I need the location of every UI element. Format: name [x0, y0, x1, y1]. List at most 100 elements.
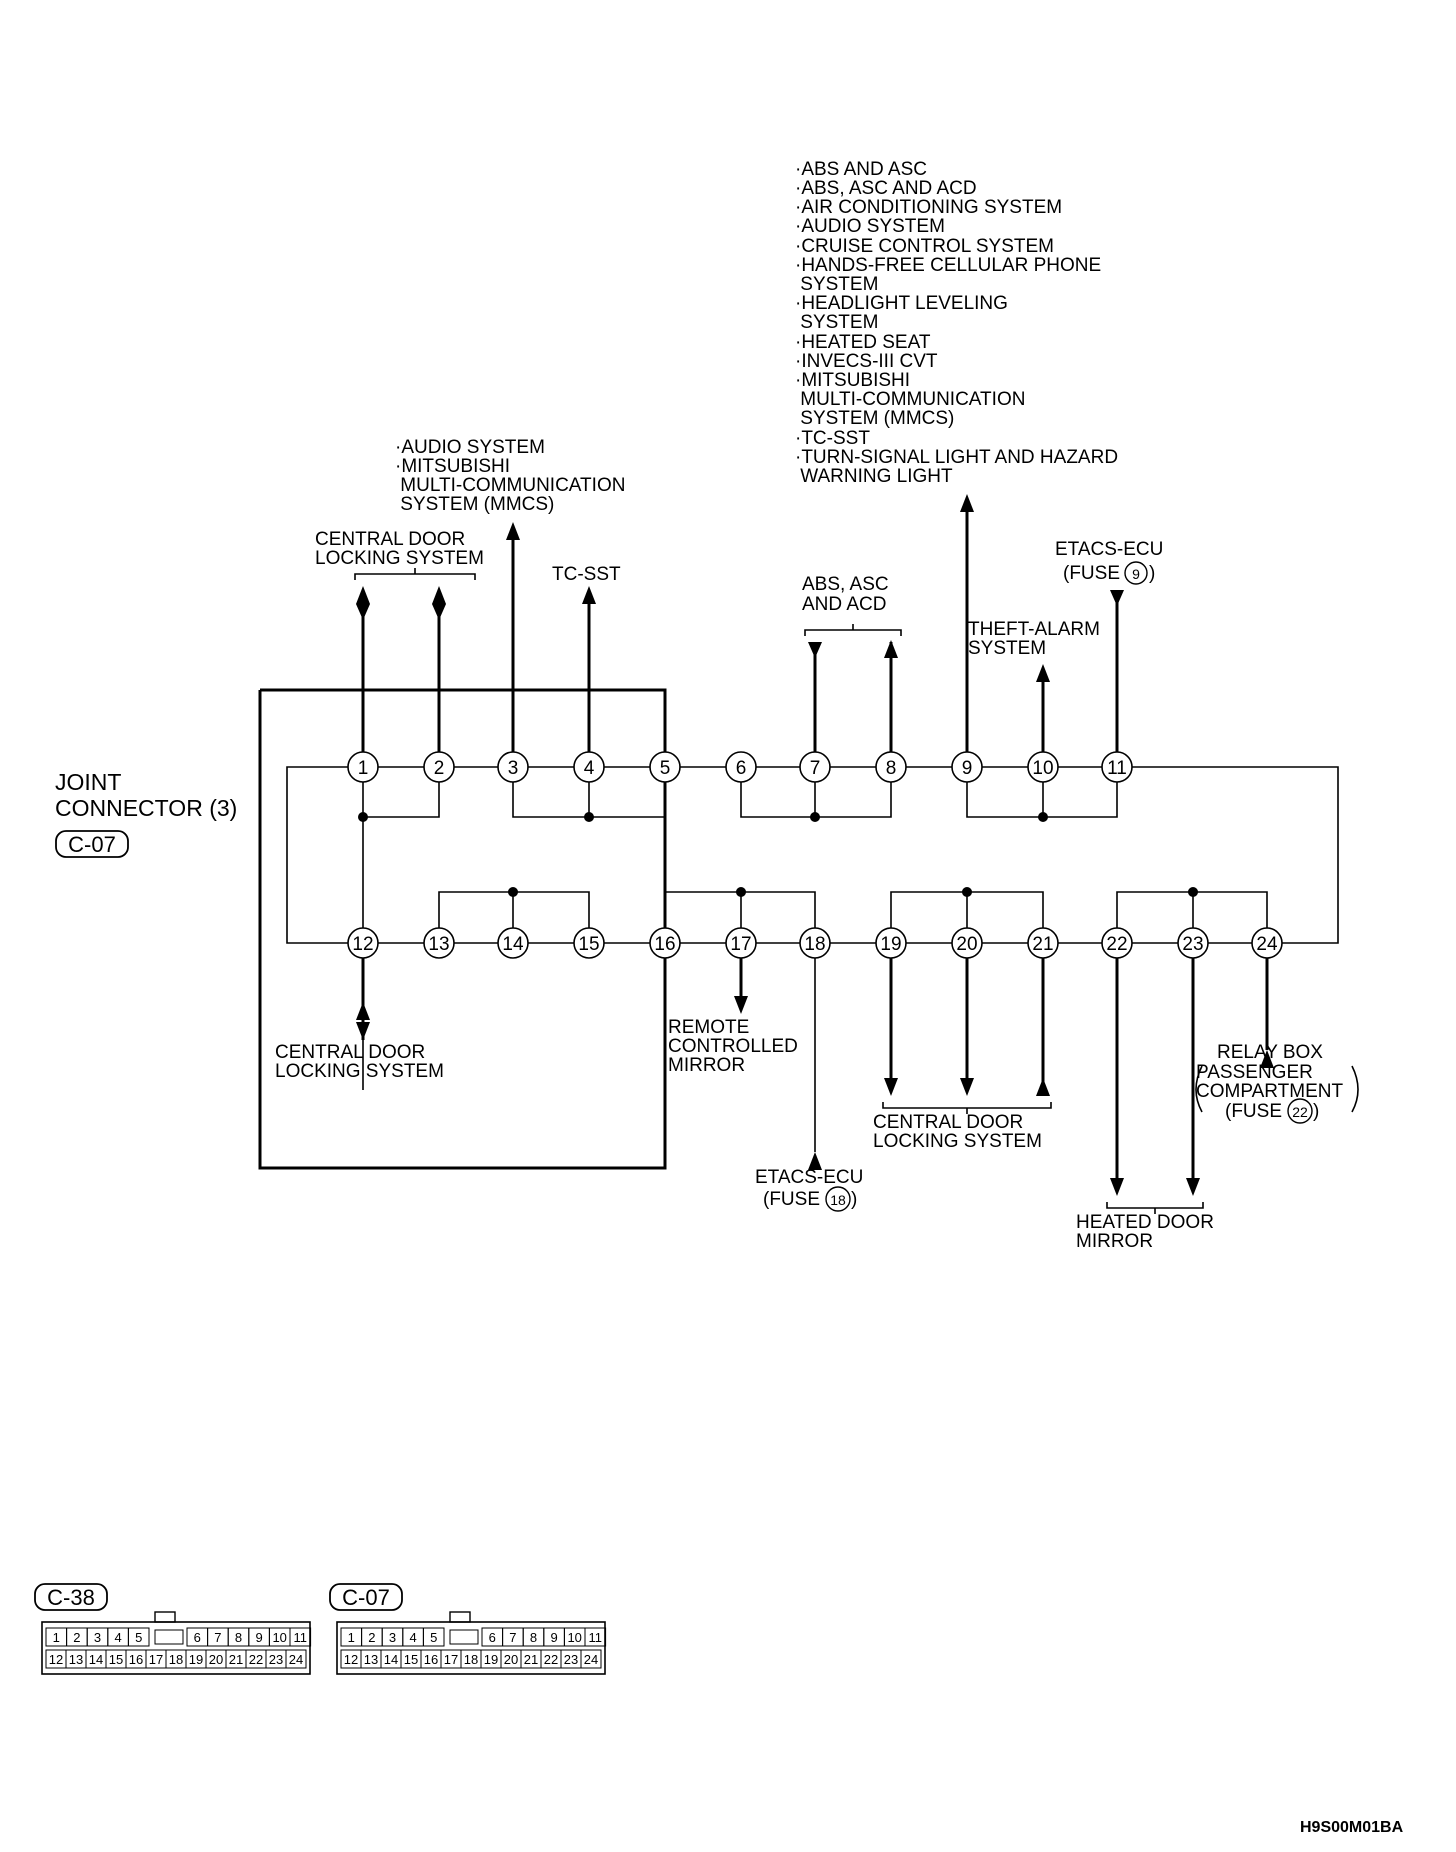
cell-label: 12 — [344, 1652, 358, 1667]
pin-21: 21 — [1027, 927, 1059, 959]
svg-text:22: 22 — [1292, 1104, 1308, 1120]
svg-text:C-07: C-07 — [342, 1585, 390, 1610]
pin-19: 19 — [875, 927, 907, 959]
cell-label: 7 — [214, 1630, 221, 1645]
label-relay-box-3: COMPARTMENT — [1196, 1081, 1343, 1102]
cell-label: 24 — [584, 1652, 598, 1667]
cell-label: 3 — [389, 1630, 396, 1645]
svg-text:): ) — [851, 1189, 857, 1210]
label-central-door-mid-2: LOCKING SYSTEM — [873, 1131, 1042, 1152]
label-fuse-relay: (FUSE 22 ) — [1225, 1098, 1319, 1124]
svg-text:C-38: C-38 — [47, 1585, 95, 1610]
pin-23: 23 — [1177, 927, 1209, 959]
cell-label: 17 — [149, 1652, 163, 1667]
svg-text:5: 5 — [660, 758, 671, 779]
svg-text:2: 2 — [434, 758, 445, 779]
svg-text:·TURN-SIGNAL LIGHT AND HAZARD: ·TURN-SIGNAL LIGHT AND HAZARD — [795, 447, 1118, 468]
pin-12: 12 — [347, 927, 379, 959]
top-wires — [361, 500, 1119, 752]
bracket-central-door-top — [354, 568, 476, 580]
cell-label: 2 — [368, 1630, 375, 1645]
connector-code-badge — [55, 830, 129, 858]
pin-8: 8 — [875, 751, 907, 783]
label-remote-mirror-1: REMOTE — [668, 1017, 749, 1038]
label-central-door-top-2: LOCKING SYSTEM — [315, 548, 484, 569]
svg-text:·MITSUBISHI: ·MITSUBISHI — [395, 456, 510, 477]
svg-text:18: 18 — [804, 934, 825, 955]
label-audio-mmcs: ·AUDIO SYSTEM ·MITSUBISHI MULTI-COMMUNIC… — [395, 437, 625, 515]
joint-connector-code: C-07 — [68, 832, 116, 857]
label-relay-box-1: RELAY BOX — [1217, 1042, 1323, 1063]
svg-text:): ) — [1149, 563, 1155, 584]
cell-label: 2 — [73, 1630, 80, 1645]
joint-connector-box — [258, 688, 667, 1170]
pins-bottom: 12 13 14 15 16 17 18 19 20 21 22 23 24 — [347, 927, 1283, 959]
svg-text:13: 13 — [428, 934, 449, 955]
cell-label: 8 — [235, 1630, 242, 1645]
svg-text:(FUSE: (FUSE — [1063, 563, 1120, 584]
cell-label: 18 — [464, 1652, 478, 1667]
svg-text:20: 20 — [956, 934, 977, 955]
svg-text:·ABS AND ASC: ·ABS AND ASC — [795, 159, 927, 180]
svg-text:14: 14 — [502, 934, 524, 955]
svg-text:WARNING LIGHT: WARNING LIGHT — [795, 466, 953, 487]
pin-6: 6 — [725, 751, 757, 783]
label-central-door-mid-1: CENTRAL DOOR — [873, 1112, 1023, 1133]
bottom-arrows — [356, 996, 1274, 1196]
pin-11: 11 — [1101, 751, 1133, 783]
cell-label: 23 — [269, 1652, 283, 1667]
cell-label: 9 — [550, 1630, 557, 1645]
svg-text:·ABS, ASC AND ACD: ·ABS, ASC AND ACD — [795, 178, 977, 199]
figure-id: H9S00M01BA — [1300, 1819, 1404, 1836]
cell-label: 14 — [89, 1652, 103, 1667]
svg-text:22: 22 — [1106, 934, 1127, 955]
svg-text:15: 15 — [578, 934, 599, 955]
cell-label: 10 — [567, 1630, 581, 1645]
key-slot — [449, 1629, 479, 1645]
label-theft-alarm-1: THEFT-ALARM — [968, 619, 1100, 640]
svg-text:·INVECS-III CVT: ·INVECS-III CVT — [795, 351, 938, 372]
cell-label: 1 — [348, 1630, 355, 1645]
cell-label: 7 — [509, 1630, 516, 1645]
svg-text:4: 4 — [584, 758, 595, 779]
cell-label: 5 — [430, 1630, 437, 1645]
svg-text:18: 18 — [830, 1192, 846, 1208]
cell-label: 4 — [114, 1630, 121, 1645]
svg-text:SYSTEM: SYSTEM — [795, 274, 878, 295]
svg-text:·AUDIO SYSTEM: ·AUDIO SYSTEM — [795, 216, 945, 237]
cell-label: 22 — [249, 1652, 263, 1667]
cell-label: 21 — [524, 1652, 538, 1667]
pin-10: 10 — [1027, 751, 1059, 783]
cell-label: 17 — [444, 1652, 458, 1667]
cell-label: 11 — [589, 1630, 603, 1645]
svg-text:1: 1 — [358, 758, 369, 779]
svg-text:21: 21 — [1032, 934, 1053, 955]
label-central-door-left-1: CENTRAL DOOR — [275, 1042, 425, 1063]
cell-label: 12 — [49, 1652, 63, 1667]
cell-label: 15 — [109, 1652, 123, 1667]
svg-text:·CRUISE CONTROL SYSTEM: ·CRUISE CONTROL SYSTEM — [795, 236, 1054, 257]
label-abs-asc-acd-1: ABS, ASC — [802, 574, 889, 595]
key-slot — [154, 1629, 184, 1645]
paren-relay-left — [1195, 1065, 1203, 1113]
svg-text:SYSTEM (MMCS): SYSTEM (MMCS) — [795, 408, 954, 429]
svg-text:9: 9 — [962, 758, 973, 779]
bracket-abs-asc-acd — [804, 624, 902, 636]
svg-text:·HEATED SEAT: ·HEATED SEAT — [795, 332, 931, 353]
pins-top: 1 2 3 4 5 6 7 8 9 10 11 — [347, 751, 1133, 783]
label-central-door-top-1: CENTRAL DOOR — [315, 529, 465, 550]
svg-text:·HANDS-FREE CELLULAR PHONE: ·HANDS-FREE CELLULAR PHONE — [795, 255, 1101, 276]
cell-box — [422, 1627, 445, 1647]
cell-label: 20 — [504, 1652, 518, 1667]
cell-box — [127, 1627, 150, 1647]
joint-connector-title-1: JOINT — [55, 769, 121, 795]
svg-text:3: 3 — [508, 758, 519, 779]
pin-9: 9 — [951, 751, 983, 783]
cell-box — [285, 1649, 307, 1669]
pin-1: 1 — [347, 751, 379, 783]
cell-label: 13 — [69, 1652, 83, 1667]
cell-label: 6 — [489, 1630, 496, 1645]
cell-label: 14 — [384, 1652, 398, 1667]
cell-box — [289, 1627, 312, 1647]
cell-label: 8 — [530, 1630, 537, 1645]
